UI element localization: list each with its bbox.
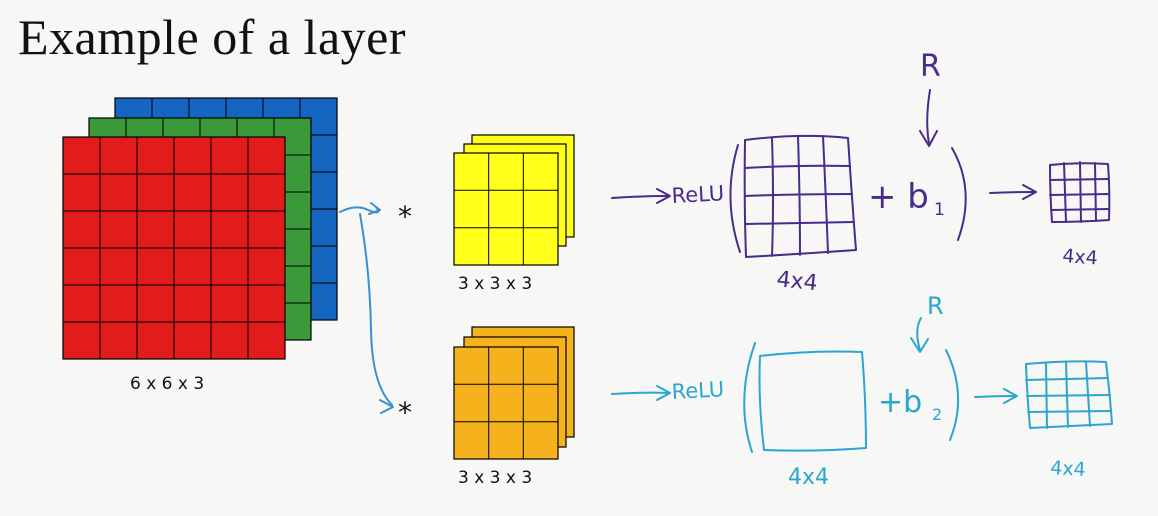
row-1-reals-arrow xyxy=(919,89,938,147)
filter-1-front-layer xyxy=(453,152,559,266)
row-2-relu-label: ReLU xyxy=(671,377,725,404)
row-2-arrow-to-output xyxy=(974,388,1018,404)
row-1-reals-symbol: R xyxy=(920,49,941,84)
row-2-inner-box xyxy=(758,350,867,452)
row-1-inner-grid xyxy=(743,134,857,258)
row-1-output-grid xyxy=(1049,161,1111,223)
bottom-arrowhead xyxy=(379,399,394,414)
row-2-output-dim-label: 4x4 xyxy=(1050,457,1087,481)
row-2-bias-subscript: 2 xyxy=(932,405,942,424)
row-1-bias-subscript: 1 xyxy=(934,200,945,220)
filter-1-volume xyxy=(453,134,575,266)
row-2-reals-arrow xyxy=(910,317,929,353)
split-arrows xyxy=(339,202,394,414)
input-volume xyxy=(62,97,338,360)
input-red-channel xyxy=(62,136,286,360)
row-2-annotation xyxy=(611,317,1113,453)
filter-2-volume xyxy=(453,326,575,460)
bottom-split-arrow xyxy=(359,213,393,406)
row-2-inner-dim-label: 4x4 xyxy=(788,465,829,490)
filter-2-dim-label: 3 x 3 x 3 xyxy=(458,468,533,488)
row-1-right-paren xyxy=(951,147,967,241)
filter-2-front-layer xyxy=(453,346,559,460)
row-2-reals-symbol: R xyxy=(927,292,944,320)
row-1-bias-label: + b xyxy=(868,177,929,217)
row-1-arrow-to-output xyxy=(989,184,1037,200)
top-arrowhead xyxy=(368,202,381,215)
row-1-inner-dim-label: 4x4 xyxy=(775,267,818,296)
row-2-left-paren xyxy=(743,342,756,453)
row-1-arrow-to-relu xyxy=(611,188,671,204)
row-1-left-paren xyxy=(729,144,741,253)
row-2-bias-label: +b xyxy=(878,385,922,420)
input-dim-label: 6 x 6 x 3 xyxy=(130,374,205,394)
slide-title: Example of a layer xyxy=(18,9,406,65)
filter-2-multiply-operator: * xyxy=(398,396,412,429)
row-1-output-dim-label: 4x4 xyxy=(1062,245,1099,269)
row-1-relu-label: ReLU xyxy=(671,181,725,208)
row-2-right-paren xyxy=(945,349,959,441)
filter-1-dim-label: 3 x 3 x 3 xyxy=(458,274,533,294)
row-1-annotation xyxy=(611,89,1111,258)
filter-1-multiply-operator: * xyxy=(398,200,412,233)
row-2-arrow-to-relu xyxy=(611,385,671,401)
row-2-output-grid xyxy=(1025,360,1113,429)
top-split-arrow xyxy=(339,206,380,214)
red-channel-grid xyxy=(63,137,285,359)
